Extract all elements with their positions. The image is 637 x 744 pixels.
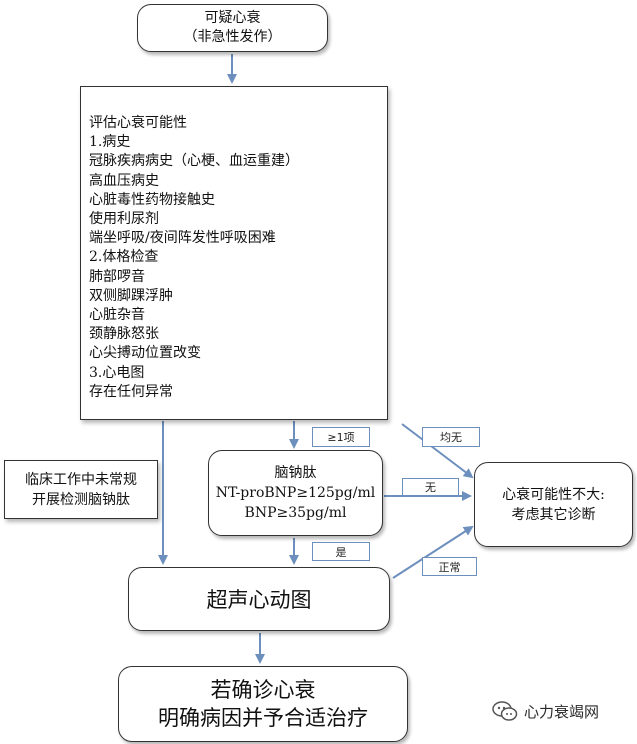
final-node: 若确诊心衰 明确病因并予合适治疗 [118, 666, 408, 742]
start-node: 可疑心衰 （非急性发作） [137, 4, 328, 52]
assessment-line: 心脏毒性药物接触史 [89, 191, 215, 208]
assessment-line: 评估心衰可能性 [89, 115, 187, 131]
edge-label-none: 无 [402, 478, 459, 496]
final-line-2: 明确病因并予合适治疗 [158, 706, 368, 730]
edge-label-yes: 是 [312, 542, 370, 561]
assessment-line: 使用利尿剂 [89, 211, 159, 228]
bnp-ntprobnp: NT-proBNP≥125pg/ml [215, 485, 376, 501]
unlikely-line-1: 心衰可能性不大: [502, 486, 605, 503]
side-note-line-1: 临床工作中未常规 [25, 471, 137, 488]
assessment-line: 高血压病史 [89, 172, 159, 189]
assessment-line: 2.体格检查 [89, 249, 159, 266]
start-line-2: （非急性发作） [183, 29, 282, 45]
unlikely-line-2: 考虑其它诊断 [511, 506, 596, 523]
watermark-text: 心力衰竭网 [524, 702, 600, 721]
assessment-line: 肺部啰音 [89, 268, 145, 285]
unlikely-node: 心衰可能性不大: 考虑其它诊断 [474, 462, 633, 547]
assessment-line: 3.心电图 [89, 364, 145, 381]
assessment-line: 端坐呼吸/夜间阵发性呼吸困难 [89, 230, 276, 247]
assessment-line: 心尖搏动位置改变 [89, 345, 201, 362]
bnp-title: 脑钠肽 [274, 465, 317, 481]
echo-node: 超声心动图 [128, 567, 390, 631]
arrow-echo-to-unlikely [392, 525, 474, 579]
assessment-node: 评估心衰可能性 1.病史 冠脉疾病病史（心梗、血运重建） 高血压病史 心脏毒性药… [80, 86, 388, 420]
assessment-line: 双侧脚踝浮肿 [89, 287, 173, 304]
chat-bubble-icon [492, 701, 518, 721]
bnp-threshold: BNP≥35pg/ml [244, 505, 347, 521]
start-line-1: 可疑心衰 [204, 10, 261, 26]
edge-label-all-none: 均无 [422, 427, 480, 447]
assessment-line: 冠脉疾病病史（心梗、血运重建） [89, 153, 299, 170]
edge-label-normal: 正常 [422, 557, 477, 576]
final-line-1: 若确诊心衰 [210, 678, 316, 702]
arrow-assessment-to-unlikely [401, 423, 474, 479]
watermark: 心力衰竭网 [492, 698, 599, 724]
assessment-line: 1.病史 [89, 134, 131, 151]
bnp-node: 脑钠肽 NT-proBNP≥125pg/ml BNP≥35pg/ml [208, 450, 383, 536]
side-note-line-2: 开展检测脑钠肽 [32, 491, 130, 508]
assessment-line: 颈静脉怒张 [89, 326, 159, 343]
side-note-node: 临床工作中未常规 开展检测脑钠肽 [4, 460, 158, 519]
echo-label: 超声心动图 [206, 588, 312, 612]
edge-label-ge1: ≥1项 [312, 427, 370, 447]
assessment-line: 心脏杂音 [89, 307, 145, 324]
assessment-line: 存在任何异常 [89, 383, 173, 400]
